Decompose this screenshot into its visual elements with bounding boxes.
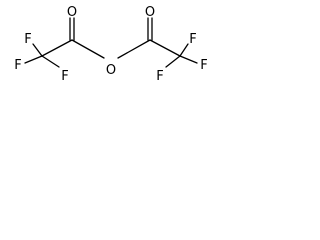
bond-c1-f-top xyxy=(32,43,43,57)
atom-f-left-bottom: F xyxy=(61,69,68,84)
bond-c1-f-side xyxy=(24,55,43,64)
atom-f-right-bottom: F xyxy=(156,69,163,84)
bond-c4-f-side xyxy=(179,55,198,64)
bond-c3-c4 xyxy=(149,39,181,57)
bond-c4-f-top xyxy=(179,43,189,57)
bond-obridge-c3 xyxy=(117,39,151,59)
bond-c2-obridge xyxy=(71,39,105,59)
bond-group xyxy=(24,17,198,68)
bond-c1-c2 xyxy=(41,39,73,57)
atom-f-right-top: F xyxy=(189,32,196,47)
bond-c4-f-bottom xyxy=(165,55,181,68)
atom-o-bridging: O xyxy=(106,63,116,78)
atom-o-carbonyl-left: O xyxy=(67,5,77,20)
atom-o-carbonyl-right: O xyxy=(145,5,155,20)
atom-f-left-top: F xyxy=(24,32,31,47)
bond-c1-f-bottom xyxy=(41,55,60,68)
atom-label-group: O O O F F F F F F xyxy=(14,5,207,84)
atom-f-right-side: F xyxy=(200,58,207,73)
atom-f-left-side: F xyxy=(14,58,21,73)
chemical-structure: O O O F F F F F F xyxy=(14,5,207,84)
